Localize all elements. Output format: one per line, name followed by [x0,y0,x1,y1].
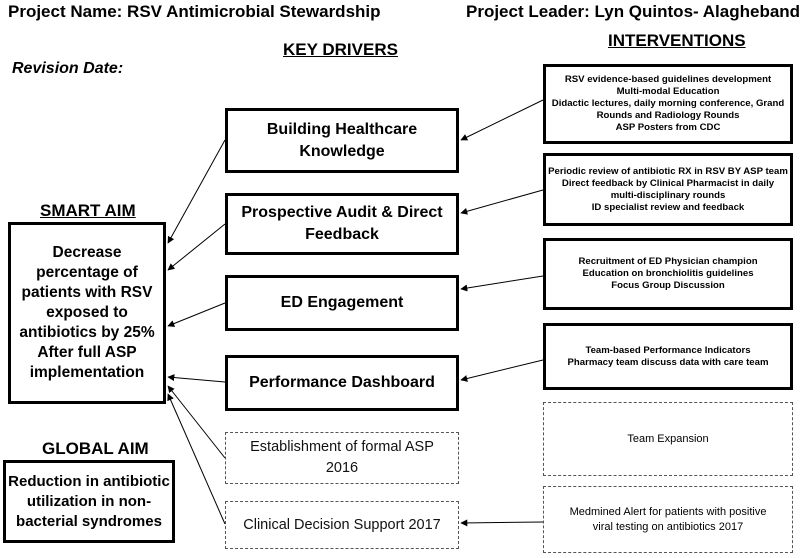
intervention-line: viral testing on antibiotics 2017 [592,520,744,533]
global-aim-line: bacterial syndromes [16,512,162,530]
key-drivers-heading: KEY DRIVERS [283,40,398,59]
intervention-line: ASP Posters from CDC [615,122,721,133]
smart-aim-line: patients with RSV [21,284,153,301]
intervention-line: Medmined Alert for patients with positiv… [569,505,767,518]
intervention-line: RSV evidence-based guidelines developmen… [564,74,772,85]
smart-aim-line: Decrease [52,244,122,261]
arrow-intervention-to-driver [460,519,544,527]
global-aim-box: Reduction in antibiotic utilization in n… [3,460,175,543]
arrow-driver-to-aim [167,374,226,383]
smart-aim-line: After full ASP [37,344,137,361]
driver-line: Clinical Decision Support 2017 [243,516,441,533]
intervention-line: Team-based Performance Indicators [585,344,751,356]
smart-aim-box: Decrease percentage of patients with RSV… [8,222,166,404]
intervention-ed-engagement: Recruitment of ED Physician champion Edu… [543,238,793,310]
smart-aim-heading: SMART AIM [40,201,136,220]
smart-aim-line: antibiotics by 25% [19,324,155,341]
intervention-line: Pharmacy team discuss data with care tea… [567,356,769,368]
intervention-medmined-alert: Medmined Alert for patients with positiv… [543,486,793,553]
driver-line: Performance Dashboard [249,374,435,391]
driver-ed-engagement: ED Engagement [225,275,459,331]
arrow-driver-to-aim [167,139,226,244]
driver-formal-asp: Establishment of formal ASP 2016 [225,432,459,484]
global-aim-line: Reduction in antibiotic [8,472,170,490]
arrow-intervention-to-driver [460,99,544,141]
intervention-line: Education on bronchiolitis guidelines [582,268,754,279]
driver-performance-dashboard: Performance Dashboard [225,355,459,411]
revision-date: Revision Date: [12,60,124,77]
driver-building-knowledge: Building Healthcare Knowledge [225,108,459,173]
arrow-driver-to-aim [167,393,226,525]
arrow-intervention-to-driver [460,275,544,292]
intervention-line: Focus Group Discussion [611,280,725,291]
intervention-prospective-audit: Periodic review of antibiotic RX in RSV … [543,153,793,226]
intervention-healthcare-knowledge: RSV evidence-based guidelines developmen… [543,64,793,144]
arrow-intervention-to-driver [460,359,544,382]
global-aim-line: utilization in non- [26,492,152,510]
arrow-driver-to-aim [167,223,226,271]
arrow-intervention-to-driver [460,189,544,215]
intervention-line: Team Expansion [627,432,709,445]
driver-line: 2016 [325,460,359,476]
driver-line: Feedback [305,226,379,243]
intervention-line: Multi-modal Education [616,86,720,97]
driver-line: Building Healthcare [266,120,418,138]
driver-line: ED Engagement [280,294,404,311]
intervention-line: Recruitment of ED Physician champion [578,256,758,267]
global-aim-heading: GLOBAL AIM [42,439,149,458]
smart-aim-line: percentage of [36,264,138,281]
project-name: Project Name: RSV Antimicrobial Stewards… [8,2,381,21]
interventions-heading: INTERVENTIONS [608,31,746,50]
smart-aim-line: implementation [29,364,145,381]
intervention-line: multi-disciplinary rounds [610,189,726,201]
intervention-line: Periodic review of antibiotic RX in RSV … [548,165,788,177]
intervention-line: Direct feedback by Clinical Pharmacist i… [561,177,775,189]
driver-clinical-decision-support: Clinical Decision Support 2017 [225,501,459,549]
driver-line: Establishment of formal ASP [250,439,434,455]
smart-aim-line: exposed to [46,304,128,321]
driver-line: Prospective Audit & Direct [241,204,443,221]
arrow-driver-to-aim [167,302,226,327]
intervention-team-expansion: Team Expansion [543,402,793,476]
intervention-performance-dashboard: Team-based Performance Indicators Pharma… [543,323,793,390]
project-leader: Project Leader: Lyn Quintos- Alagheband [466,2,800,21]
intervention-line: Didactic lectures, daily morning confere… [551,98,785,109]
driver-line: Knowledge [299,142,385,160]
driver-prospective-audit: Prospective Audit & Direct Feedback [225,193,459,255]
arrow-driver-to-aim [167,385,226,459]
intervention-line: Rounds and Radiology Rounds [596,110,740,121]
intervention-line: ID specialist review and feedback [591,201,745,213]
